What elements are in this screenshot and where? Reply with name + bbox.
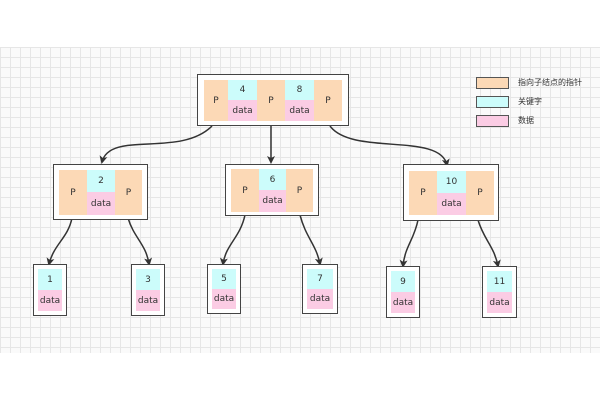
key-cell: 6 (259, 169, 286, 190)
leaf-node: 1 data (33, 264, 67, 316)
legend-label-key: 关键字 (518, 97, 542, 106)
key-cell: 4 (228, 80, 257, 100)
data-cell: data (487, 292, 512, 313)
pointer-cell: P (466, 171, 494, 215)
key-cell: 2 (87, 170, 115, 192)
legend-label-data: 数据 (518, 116, 534, 125)
key-cell: 7 (307, 269, 333, 289)
legend-label-pointer: 指向子结点的指针 (518, 78, 582, 87)
internal-node: P 2 data P (53, 164, 148, 220)
internal-node: P 10 data P (403, 164, 499, 221)
leaf-node: 11 data (482, 266, 517, 318)
data-cell: data (259, 190, 286, 212)
data-cell: data (307, 289, 333, 309)
leaf-node: 3 data (131, 264, 165, 316)
key-cell: 5 (212, 269, 236, 289)
key-cell: 1 (38, 269, 62, 290)
data-cell: data (391, 292, 415, 313)
pointer-cell: P (59, 170, 87, 215)
pointer-cell: P (314, 80, 342, 121)
key-cell: 8 (285, 80, 314, 100)
key-cell: 11 (487, 271, 512, 292)
pointer-cell: P (409, 171, 437, 215)
pointer-cell: P (286, 169, 313, 212)
pointer-cell: P (231, 169, 259, 212)
data-cell: data (212, 289, 236, 309)
data-cell: data (285, 100, 314, 121)
root-node: P 4 data P 8 data P (197, 74, 349, 126)
pointer-cell: P (204, 80, 228, 121)
data-cell: data (87, 192, 115, 215)
data-cell: data (228, 100, 257, 121)
legend-swatch-key (476, 96, 509, 108)
key-cell: 3 (136, 269, 160, 290)
pointer-cell: P (257, 80, 285, 121)
internal-node: P 6 data P (225, 164, 319, 216)
legend-swatch-data (476, 115, 509, 127)
key-cell: 10 (437, 171, 466, 193)
legend-swatch-pointer (476, 77, 509, 89)
leaf-node: 9 data (386, 266, 420, 318)
leaf-node: 7 data (302, 264, 338, 314)
data-cell: data (136, 290, 160, 311)
pointer-cell: P (115, 170, 142, 215)
leaf-node: 5 data (207, 264, 241, 314)
data-cell: data (437, 193, 466, 215)
key-cell: 9 (391, 271, 415, 292)
data-cell: data (38, 290, 62, 311)
